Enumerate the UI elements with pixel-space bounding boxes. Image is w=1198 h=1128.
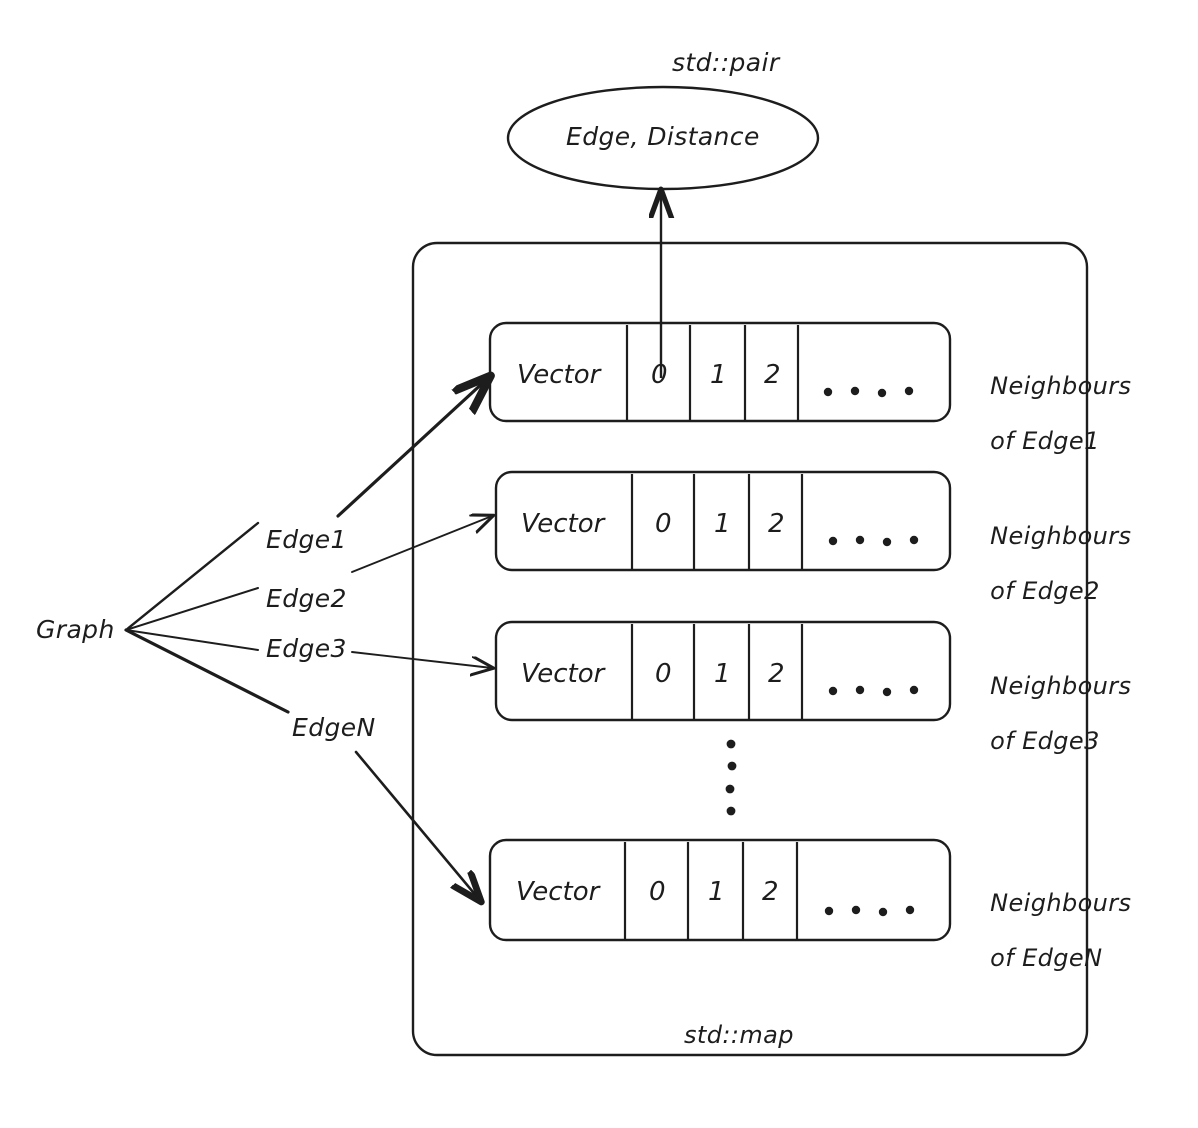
neighbours-label-3-line2: of Edge3 <box>990 727 1100 756</box>
vector-cell-3-0: 0 <box>655 659 672 689</box>
vector-cell-1-0: 0 <box>651 360 668 390</box>
neighbours-label-4-line1: Neighbours <box>990 888 1132 917</box>
neighbours-label-2-line1: Neighbours <box>990 521 1132 550</box>
vector-cell-1-1: 1 <box>710 360 727 390</box>
neighbours-label-4-line2: of EdgeN <box>990 944 1103 973</box>
vector-cell-4-1: 1 <box>708 877 725 907</box>
neighbours-label-1-line2: of Edge1 <box>990 427 1100 456</box>
neighbours-label-3: Neighbours of Edge3 <box>958 645 1131 784</box>
vector-cell-3-2: 2 <box>768 659 785 689</box>
std-pair-annotation: std::pair <box>672 48 780 77</box>
edge-label-1: Edge1 <box>266 525 347 554</box>
edge3-arrow <box>351 651 492 668</box>
edge-label-3: Edge3 <box>266 634 347 663</box>
edge2-arrow <box>351 516 492 573</box>
vector-cell-4-2: 2 <box>762 877 779 907</box>
vector-cell-2-1: 1 <box>714 509 731 539</box>
vector-label-3: Vector <box>521 659 605 689</box>
vector-cell-2-2: 2 <box>768 509 785 539</box>
vector-label-1: Vector <box>517 360 601 390</box>
std-pair-node-label: Edge, Distance <box>566 122 760 151</box>
std-map-label: std::map <box>684 1021 794 1049</box>
graph-root-label: Graph <box>36 615 115 644</box>
vector-cell-2-0: 0 <box>655 509 672 539</box>
vector-cell-4-0: 0 <box>649 877 666 907</box>
edge-label-2: Edge2 <box>266 584 347 613</box>
neighbours-label-1: Neighbours of Edge1 <box>958 345 1131 484</box>
edge-label-4: EdgeN <box>292 713 376 742</box>
edgeN-arrow <box>354 750 478 898</box>
vector-label-4: Vector <box>516 877 600 907</box>
vertical-ellipsis-dots <box>725 739 737 816</box>
neighbours-label-2: Neighbours of Edge2 <box>958 495 1131 634</box>
graph-fan-connectors <box>124 521 290 714</box>
vector-label-2: Vector <box>521 509 605 539</box>
vector-cell-3-1: 1 <box>714 659 731 689</box>
neighbours-label-4: Neighbours of EdgeN <box>958 862 1131 1001</box>
edge1-arrow <box>336 380 486 518</box>
neighbours-label-2-line2: of Edge2 <box>990 577 1100 606</box>
neighbours-label-1-line1: Neighbours <box>990 371 1132 400</box>
neighbours-label-3-line1: Neighbours <box>990 671 1132 700</box>
vector-cell-1-2: 2 <box>764 360 781 390</box>
